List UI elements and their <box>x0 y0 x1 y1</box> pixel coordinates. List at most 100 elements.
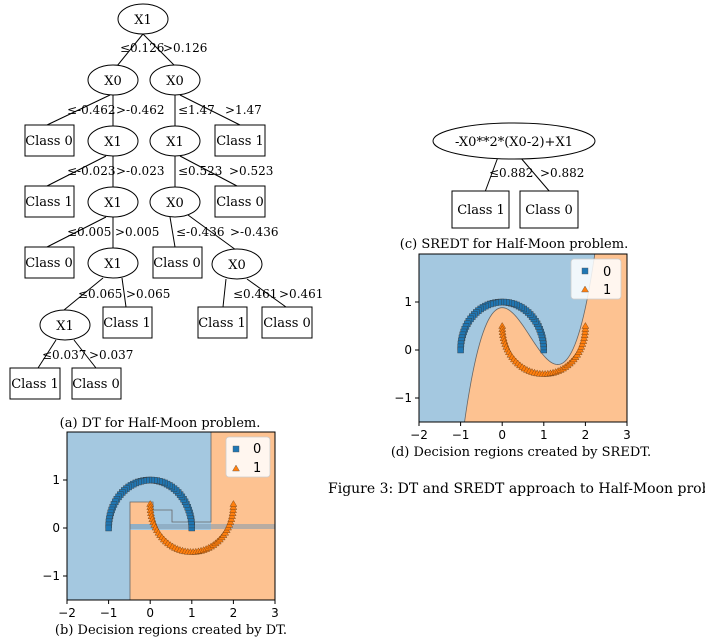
plot-b-legend: 0 1 <box>225 436 271 478</box>
x-tick-label: 1 <box>188 606 196 620</box>
sredt-root-label: -X0**2*(X0-2)+X1 <box>455 135 573 150</box>
sredt-edge <box>519 156 551 193</box>
dt-edge-label: ≤-0.436 <box>176 225 224 239</box>
class0-point <box>105 524 112 532</box>
dt-edge-label: >-0.023 <box>116 164 164 178</box>
x-tick-label: 1 <box>540 428 548 442</box>
plot-d-points <box>457 298 590 377</box>
plot-b-legend-label-1: 1 <box>253 461 261 476</box>
sredt-leaf-label: Class 1 <box>457 203 505 218</box>
dt-leaf-box <box>24 246 75 279</box>
dt-node-label: X1 <box>134 13 152 28</box>
plot-d-legend-label-0: 0 <box>603 265 611 280</box>
dt-leaf-label: Class 0 <box>25 134 73 149</box>
x-tick-label: −2 <box>410 428 428 442</box>
x-tick-label: −2 <box>58 606 76 620</box>
dt-node-label: X0 <box>166 74 184 89</box>
dt-node-label: X1 <box>104 135 122 150</box>
legend-triangle-marker <box>581 285 589 293</box>
plot-b-frame <box>66 431 276 601</box>
dt-edge-label: ≤-0.023 <box>67 164 115 178</box>
dt-edge-label: ≤-0.462 <box>67 103 115 117</box>
y-tick-label: 0 <box>404 343 412 357</box>
dt-leaf-box <box>214 124 266 157</box>
sredt-root-node <box>432 122 596 160</box>
sredt-edge-label: >0.882 <box>540 166 584 180</box>
dt-edge-label: >0.461 <box>279 287 323 301</box>
x-tick-label: 0 <box>498 428 506 442</box>
dt-node-root <box>117 3 169 35</box>
plot-b-region-class1-patch <box>130 502 153 524</box>
dt-leaf-box <box>102 306 153 339</box>
dt-edge-label: >0.126 <box>163 41 207 55</box>
dt-leaf-box <box>71 367 122 400</box>
dt-leaf-label: Class 1 <box>103 316 151 331</box>
dt-node-label: X1 <box>56 319 74 334</box>
y-tick-label: −1 <box>394 391 412 405</box>
dt-node-label: X1 <box>104 257 122 272</box>
caption-a: (a) DT for Half-Moon problem. <box>60 416 261 431</box>
dt-node-label: X0 <box>104 74 122 89</box>
sredt-tree: -X0**2*(X0-2)+X1 ≤0.882 >0.882 Class 1 C… <box>400 122 628 252</box>
dt-node-label: X0 <box>166 196 184 211</box>
dt-leaf-box <box>152 246 203 279</box>
dt-node-label: X1 <box>104 196 122 211</box>
x-tick-label: −1 <box>452 428 470 442</box>
plot-b-legend-label-0: 0 <box>253 442 261 457</box>
x-tick-label: 2 <box>230 606 238 620</box>
x-tick-label: 2 <box>582 428 590 442</box>
sredt-leaf-label: Class 0 <box>525 203 573 218</box>
plot-d-legend-label-1: 1 <box>603 283 611 298</box>
dt-node-x0-d <box>211 248 263 280</box>
dt-edge-label: ≤0.065 <box>78 287 122 301</box>
dt-leaf-box <box>197 306 248 339</box>
dt-node-x1-d <box>87 247 139 279</box>
dt-edge-label: >0.037 <box>89 348 133 362</box>
plot-d-region-class1 <box>464 254 627 422</box>
dt-edge-label: >-0.436 <box>230 225 278 239</box>
plot-b-boundary <box>129 432 212 600</box>
caption-c: (c) SREDT for Half-Moon problem. <box>400 237 628 252</box>
plot-b-strip <box>130 524 275 529</box>
x-tick-label: −1 <box>100 606 118 620</box>
x-tick-label: 3 <box>623 428 631 442</box>
dt-node-x1-b <box>149 125 201 157</box>
caption-b: (b) Decision regions created by DT. <box>55 623 287 638</box>
sredt-leaf-box <box>451 190 510 229</box>
legend-square-marker <box>581 267 589 275</box>
figure-caption: Figure 3: DT and SREDT approach to Half-… <box>328 481 705 497</box>
legend-square-marker <box>232 445 240 453</box>
dt-leaf-label: Class 1 <box>11 377 59 392</box>
plot-d-axes: −2 −1 0 1 2 3 1 0 −1 <box>394 295 631 442</box>
y-tick-label: 1 <box>404 295 412 309</box>
dt-leaf-box <box>24 185 75 218</box>
plot-b-points <box>105 476 238 555</box>
dt-leaf-label: Class 1 <box>216 134 264 149</box>
dt-leaf-label: Class 0 <box>25 256 73 271</box>
dt-leaf-label: Class 0 <box>72 377 120 392</box>
y-tick-label: −1 <box>42 569 60 583</box>
class0-point <box>457 346 464 354</box>
dt-edge-label: ≤0.523 <box>178 164 222 178</box>
y-tick-label: 0 <box>52 521 60 535</box>
dt-node-x0-c <box>149 186 201 218</box>
dt-tree: X1 X0 X0 Class 0 X1 X1 Class 1 Class 1 X… <box>9 3 323 431</box>
plot-d: −2 −1 0 1 2 3 1 0 −1 0 1 (d) Decision regions cr… <box>391 253 651 460</box>
plot-d-frame <box>418 253 628 423</box>
caption-d: (d) Decision regions created by SREDT. <box>391 445 651 460</box>
dt-leaf-label: Class 0 <box>216 195 264 210</box>
dt-leaf-label: Class 1 <box>25 195 73 210</box>
dt-edge-label: >0.005 <box>115 225 159 239</box>
dt-node-label: X0 <box>228 258 246 273</box>
dt-edge-label: >-0.462 <box>116 103 164 117</box>
class1-point <box>581 322 590 329</box>
dt-leaf-box <box>9 367 61 400</box>
dt-node-label: X1 <box>166 135 184 150</box>
dt-edge-label: ≤0.126 <box>120 41 164 55</box>
dt-leaf-box <box>214 185 266 218</box>
class1-point <box>229 500 238 507</box>
dt-leaf-label: Class 1 <box>198 316 246 331</box>
